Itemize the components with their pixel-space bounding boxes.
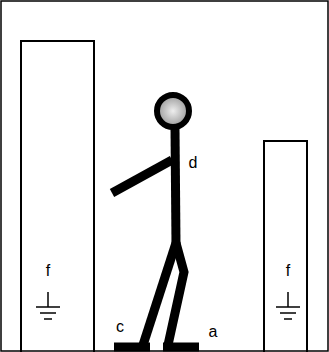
node-label: f [46, 263, 50, 279]
ground-symbol [36, 292, 60, 319]
head [157, 95, 189, 127]
part-label: c [116, 319, 124, 335]
stick-figure [112, 128, 199, 347]
part-label: d [189, 155, 198, 171]
ground-symbol [276, 292, 300, 319]
node-label: f [286, 263, 290, 279]
box: f [20, 40, 95, 352]
box: f [263, 140, 308, 352]
part-label: a [209, 324, 218, 340]
